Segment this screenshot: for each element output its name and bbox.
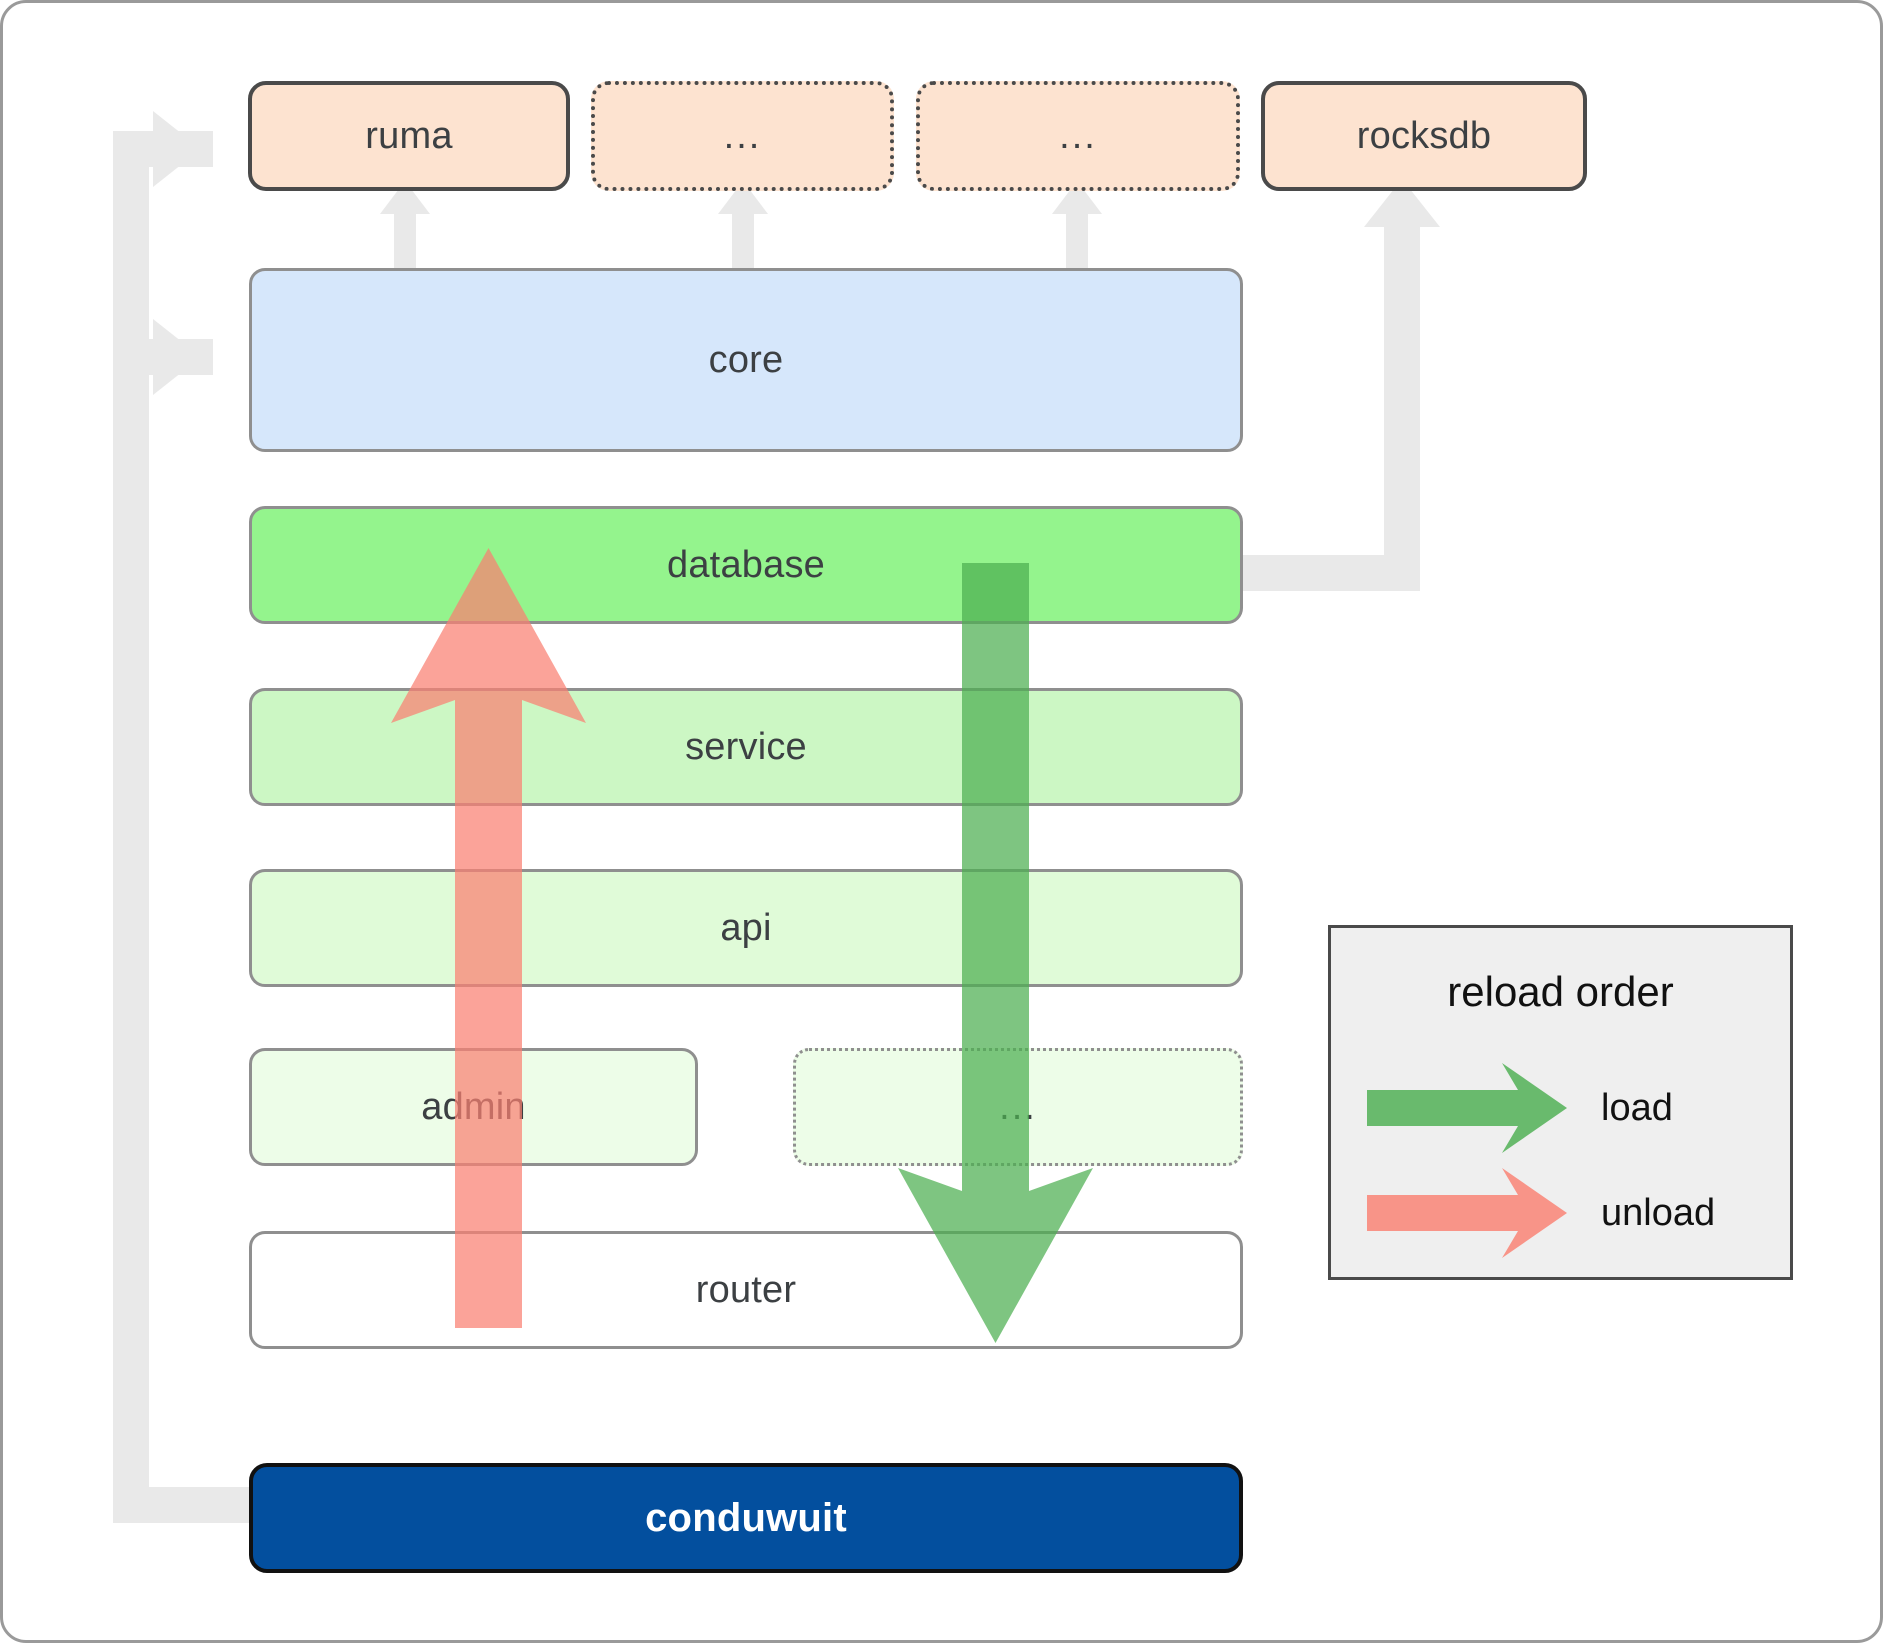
- layer-label-database: database: [667, 543, 825, 586]
- legend-label-load: load: [1601, 1086, 1673, 1129]
- dependency-label-dep3: ...: [1059, 114, 1097, 157]
- core-box[interactable]: core: [249, 268, 1243, 452]
- dependency-label-ruma: ruma: [365, 114, 453, 157]
- legend-row-unload: unload: [1367, 1168, 1715, 1258]
- legend-row-load: load: [1367, 1063, 1673, 1153]
- dependency-box-ruma[interactable]: ruma: [248, 81, 570, 191]
- dependency-box-dep2[interactable]: ...: [591, 81, 894, 191]
- unload-legend-arrow-icon: [1367, 1168, 1567, 1258]
- layer-label-api: api: [720, 906, 772, 949]
- connector-core-to-dep2-stem: [732, 208, 754, 273]
- connector-core-to-ruma-stem: [394, 208, 416, 273]
- dependency-box-dep3[interactable]: ...: [916, 81, 1240, 191]
- root-box-conduwuit[interactable]: conduwuit: [249, 1463, 1243, 1573]
- core-label: core: [708, 338, 784, 381]
- load-flow-arrow: [898, 563, 1093, 1343]
- dependency-label-rocksdb: rocksdb: [1356, 114, 1492, 157]
- dependency-label-dep2: ...: [723, 114, 762, 157]
- connector-database-to-rocksdb-vertical: [1384, 227, 1420, 591]
- layer-box-router[interactable]: router: [249, 1231, 1243, 1349]
- layer-box-api[interactable]: api: [249, 869, 1243, 987]
- connector-core-to-dep3-stem: [1066, 208, 1088, 273]
- connector-left-bottom: [113, 1487, 253, 1523]
- unload-flow-arrow: [391, 548, 586, 1328]
- dependency-box-rocksdb[interactable]: rocksdb: [1261, 81, 1587, 191]
- root-label-conduwuit: conduwuit: [645, 1495, 847, 1540]
- connector-to-ruma-arrowhead: [153, 111, 201, 187]
- legend-label-unload: unload: [1601, 1191, 1716, 1234]
- layer-box-database[interactable]: database: [249, 506, 1243, 624]
- load-legend-arrow-icon: [1367, 1063, 1567, 1153]
- layer-label-service: service: [685, 725, 807, 768]
- connector-to-core-arrowhead: [153, 319, 201, 395]
- legend-panel: reload order load unload: [1328, 925, 1793, 1280]
- layer-label-router: router: [695, 1268, 797, 1311]
- legend-title: reload order: [1447, 968, 1674, 1015]
